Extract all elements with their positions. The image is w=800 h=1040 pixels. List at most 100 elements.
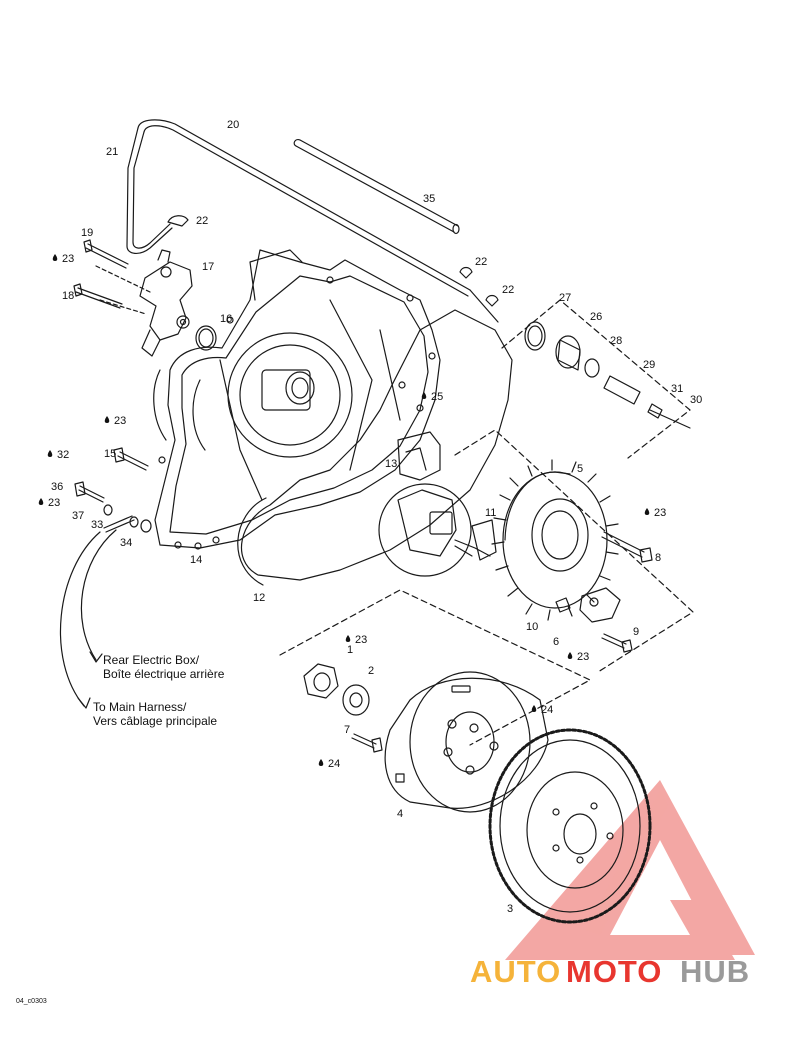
seal-27 [524,321,546,351]
harness-cable-21 [126,127,173,254]
callout-c14: 14 [190,554,202,566]
lubricant-drop-icon [104,416,110,423]
watermark-logo: AUTO MOTO HUB [470,954,750,989]
harness-route-rear-box [80,529,117,663]
callout-c25: 25 [431,391,443,403]
lubricant-drop-icon [531,705,537,712]
callout-c23d: 23 [654,507,666,519]
screw-15 [113,447,149,471]
callout-c22a: 22 [196,215,208,227]
figure-code: 04_c0303 [16,998,47,1005]
ring-gear-3 [488,728,652,924]
callout-c23b: 23 [114,415,126,427]
flywheel-group-box [279,589,591,746]
sensor-group-box [501,299,691,459]
callout-c1: 1 [347,644,353,656]
callout-c30: 30 [690,394,702,406]
callout-c9: 9 [633,626,639,638]
stator-5 [491,459,619,621]
screw-9 [601,633,633,653]
callout-c20: 20 [227,119,239,131]
callout-c27: 27 [559,292,571,304]
sensor-housing-26 [555,335,581,371]
lubricant-drop-icon [47,450,53,457]
callout-c7: 7 [344,724,350,736]
screw-19 [83,239,129,269]
screw-18 [73,283,123,309]
callout-c36: 36 [51,481,63,493]
callout-c19: 19 [81,227,93,239]
harness-cable-20 [137,119,499,323]
washer-37 [103,504,113,516]
spacer-33 [103,515,135,533]
note-main-harness-line2: Vers câblage principale [93,714,217,728]
callout-c18: 18 [62,290,74,302]
callout-c23c: 23 [48,497,60,509]
note-main-harness: To Main Harness/ Vers câblage principale [93,700,217,728]
trigger-coil-6 [579,587,621,623]
callout-c23f: 23 [577,651,589,663]
callout-c35: 35 [423,193,435,205]
callout-c8: 8 [655,552,661,564]
tube-35 [293,139,460,235]
callout-c23a: 23 [62,253,74,265]
callout-c11: 11 [485,507,496,519]
callout-c10: 10 [526,621,538,633]
screw-36 [74,481,105,503]
lubricant-drop-icon [38,498,44,505]
callout-c29: 29 [643,359,655,371]
callout-c32: 32 [57,449,69,461]
callout-c3: 3 [507,903,513,915]
clamp-22-mid [459,266,473,279]
lubricant-drop-icon [318,759,324,766]
screw-7 [351,733,383,753]
connector-detail-11 [378,483,497,577]
callout-c24a: 24 [541,704,553,716]
callout-c2: 2 [368,665,374,677]
stator-group-box [454,429,694,673]
oil-pump-17 [139,249,193,357]
callout-c21: 21 [106,146,118,158]
callout-c22b: 22 [475,256,487,268]
clip-31 [647,403,663,419]
leader-line [99,299,147,315]
note-main-harness-line1: To Main Harness/ [93,700,187,714]
o-ring-16 [195,325,217,351]
magneto-housing-14 [153,249,441,550]
harness-route-main [59,531,101,709]
callout-c26: 26 [590,311,602,323]
lubricant-drop-icon [644,508,650,515]
o-ring-28 [584,358,600,378]
leader-line [95,265,151,293]
callout-c15: 15 [104,448,116,460]
callout-c12: 12 [253,592,265,604]
callout-c13: 13 [385,458,397,470]
screw-10 [555,597,571,613]
callout-c37: 37 [72,510,84,522]
watermark-text-auto: AUTO [470,954,561,989]
note-rear-electric-box: Rear Electric Box/ Boîte électrique arri… [103,653,225,681]
callout-c4: 4 [397,808,403,820]
note-rear-box-line2: Boîte électrique arrière [103,667,225,681]
callout-c33: 33 [91,519,103,531]
washer-34 [129,516,152,533]
gasket-12 [237,309,513,586]
clamp-22-lower [485,294,499,307]
callout-c23e: 23 [355,634,367,646]
callout-c31: 31 [671,383,683,395]
washer-2 [342,684,370,716]
callout-c16: 16 [220,313,232,325]
callout-c6: 6 [553,636,559,648]
nut-1 [303,663,339,699]
wire-guide-13 [397,431,441,481]
watermark-text-hub: HUB [680,954,750,989]
callout-c34: 34 [120,537,132,549]
callout-c28: 28 [610,335,622,347]
flywheel-4 [384,671,549,813]
callout-c17: 17 [202,261,214,273]
callout-c24b: 24 [328,758,340,770]
sensor-29 [603,375,641,405]
